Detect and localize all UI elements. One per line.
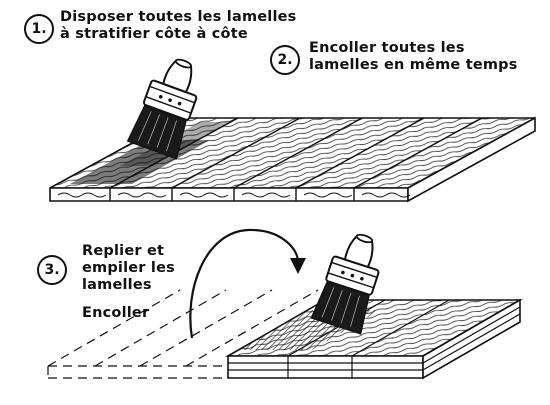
step-2: 2. Encoller toutes les lamelles en même … bbox=[260, 35, 545, 80]
folded-lamellae-outline bbox=[47, 289, 319, 379]
step-1: 1. Disposer toutes les lamelles à strati… bbox=[0, 0, 300, 45]
curved-arrow-icon bbox=[189, 228, 306, 339]
lamella-joints bbox=[109, 117, 483, 201]
step-3-text: Replier et empiler les lamelles bbox=[82, 243, 175, 293]
step-1-text: Disposer toutes les lamelles à stratifie… bbox=[60, 9, 297, 42]
paint-brush-icon bbox=[310, 233, 380, 335]
step-number-2: 2. bbox=[270, 45, 300, 75]
lamellae-row-top bbox=[49, 116, 536, 203]
paint-brush-icon bbox=[126, 58, 198, 160]
step-2-text: Encoller toutes les lamelles en même tem… bbox=[309, 40, 518, 73]
step-number-3: 3. bbox=[37, 255, 67, 285]
glue-label: Encoller bbox=[82, 305, 150, 321]
step-number-1: 1. bbox=[24, 14, 54, 44]
step-3: 3. Replier et empiler les lamelles bbox=[0, 238, 180, 298]
lamellae-stack bbox=[225, 298, 523, 380]
